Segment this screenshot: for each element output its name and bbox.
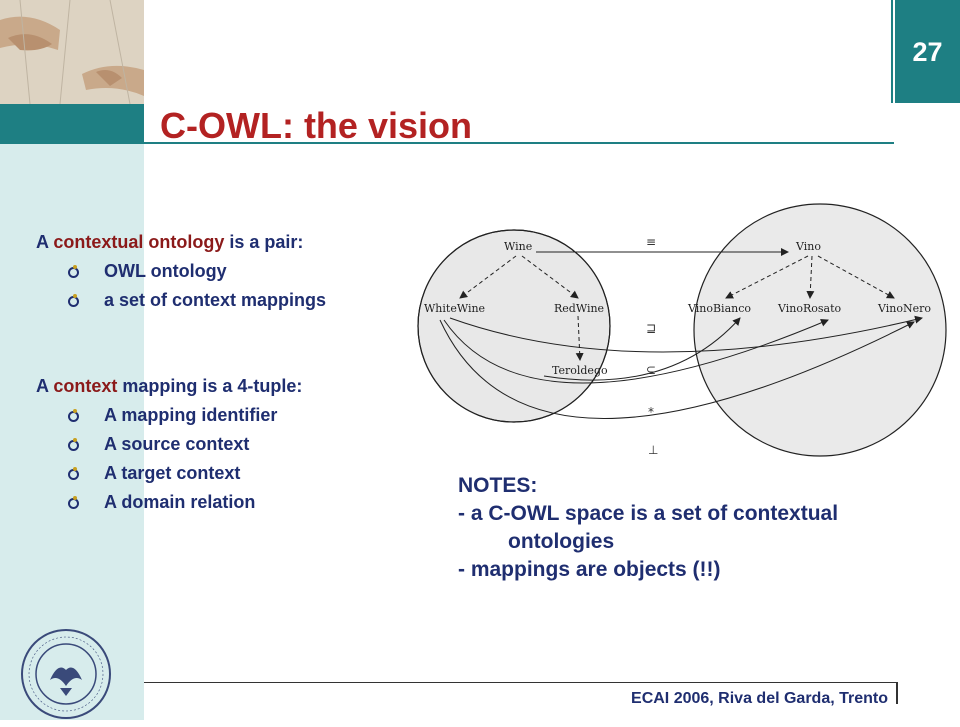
- bullet-icon: [68, 409, 79, 422]
- creation-fresco-image: [0, 0, 144, 104]
- bullet-icon: [68, 496, 79, 509]
- subclass-edge: [521, 255, 579, 299]
- context-mapping-list: A mapping identifier A source context A …: [36, 401, 302, 517]
- target-ontology-circle: [693, 203, 947, 457]
- relation-compatible-label: *: [648, 405, 654, 419]
- subclass-edge: [806, 255, 815, 299]
- note-line: - a C-OWL space is a set of contextual: [458, 502, 839, 525]
- notes-heading: NOTES:: [458, 474, 538, 497]
- university-seal-logo: [18, 626, 114, 722]
- subclass-edge: [817, 255, 895, 299]
- contextual-ontology-block: A contextual ontology is a pair: OWL ont…: [36, 228, 326, 315]
- slide-number-badge: 27: [895, 0, 960, 103]
- node-vinonero: VinoNero: [877, 302, 931, 315]
- mapping-arrow-subset: [543, 317, 741, 381]
- node-whitewine: WhiteWine: [424, 302, 485, 315]
- list-item: A domain relation: [36, 488, 302, 517]
- source-ontology-circle: [417, 229, 611, 423]
- mapping-arrow-disjoint: [439, 319, 915, 419]
- node-teroldego: Teroldego: [552, 364, 608, 377]
- footer-rule: [144, 682, 898, 683]
- note-line: - mappings are objects (!!): [458, 558, 721, 581]
- relation-equivalent-label: ≡: [646, 235, 656, 249]
- context-mapping-block: A context mapping is a 4-tuple: A mappin…: [36, 372, 302, 517]
- list-item: A target context: [36, 459, 302, 488]
- relation-subset-label: ⊆: [646, 363, 656, 377]
- ontology-mapping-diagram: Wine WhiteWine RedWine Teroldego Vino Vi…: [417, 203, 947, 457]
- list-item: A mapping identifier: [36, 401, 302, 430]
- mapping-arrow-superset: [449, 315, 923, 353]
- list-item: A source context: [36, 430, 302, 459]
- context-mapping-definition: A context mapping is a 4-tuple:: [36, 376, 303, 396]
- relation-disjoint-label: ⊥: [648, 443, 658, 457]
- subclass-edge: [575, 315, 584, 361]
- title-accent-band: [0, 104, 144, 144]
- subclass-edge: [725, 255, 809, 299]
- bullet-icon: [68, 294, 79, 307]
- bullet-icon: [68, 265, 79, 278]
- node-vino: Vino: [795, 240, 821, 253]
- page-title: C-OWL: the vision: [160, 105, 472, 146]
- note-line-continuation: ontologies: [508, 530, 615, 553]
- sidebar: [0, 0, 144, 720]
- list-item: a set of context mappings: [36, 286, 326, 315]
- mapping-arrow-compatible: [443, 319, 829, 384]
- bullet-icon: [68, 467, 79, 480]
- term-context: context: [53, 376, 118, 396]
- relation-superset-label: ⊒: [646, 321, 656, 335]
- node-redwine: RedWine: [554, 302, 604, 315]
- node-wine: Wine: [504, 240, 532, 253]
- node-vinorosato: VinoRosato: [777, 302, 842, 315]
- title-underline: [144, 142, 894, 144]
- contextual-ontology-definition: A contextual ontology is a pair:: [36, 232, 304, 252]
- node-vinobianco: VinoBianco: [687, 302, 751, 315]
- term-contextual-ontology: contextual ontology: [53, 232, 225, 252]
- contextual-ontology-list: OWL ontology a set of context mappings: [36, 257, 326, 315]
- footer-text: ECAI 2006, Riva del Garda, Trento: [631, 690, 888, 707]
- notes-block: NOTES: - a C-OWL space is a set of conte…: [458, 472, 838, 584]
- bullet-icon: [68, 438, 79, 451]
- list-item: OWL ontology: [36, 257, 326, 286]
- subclass-edge: [459, 255, 517, 299]
- footer-rule-end: [896, 682, 898, 704]
